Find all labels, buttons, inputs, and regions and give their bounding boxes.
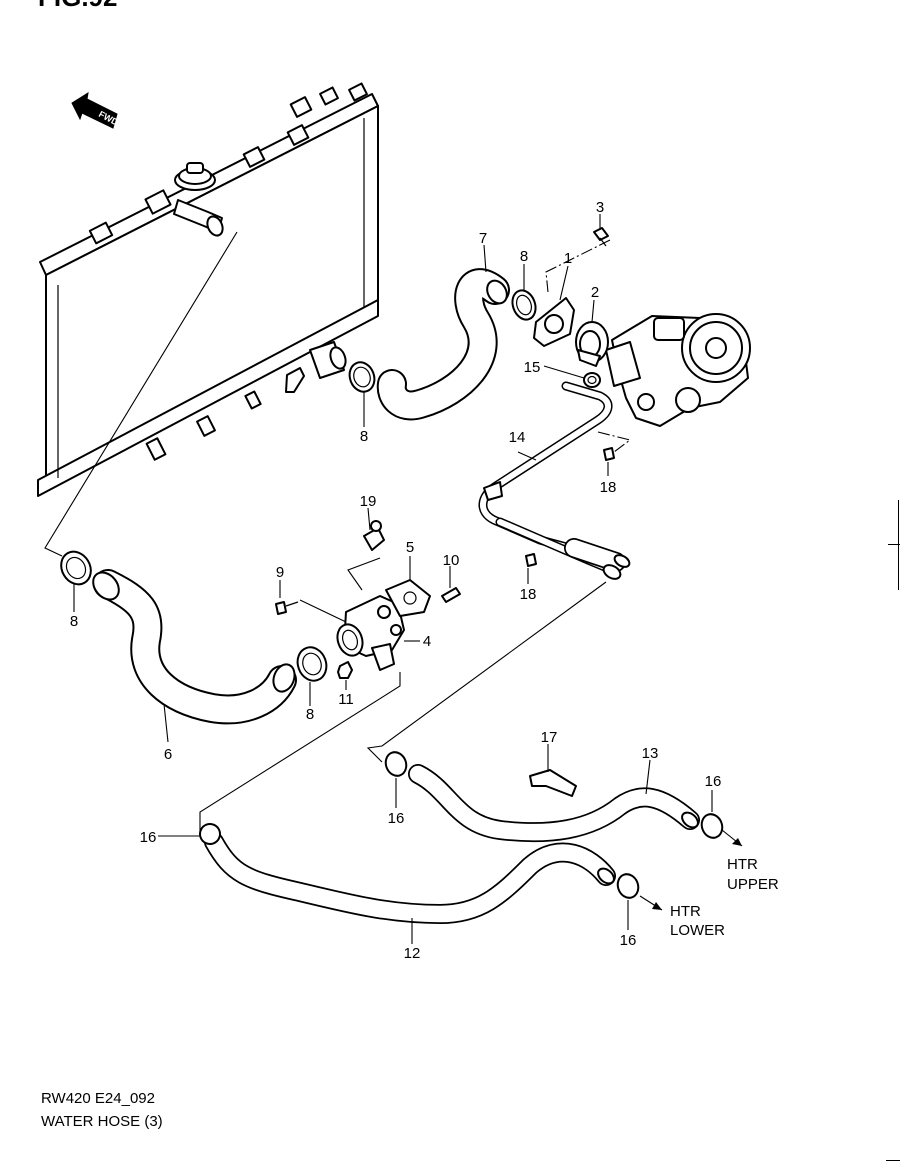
callout-10: 10: [443, 552, 460, 569]
htr-lower-line1: HTR: [670, 903, 701, 920]
thermostat: [575, 321, 609, 367]
fwd-arrow-icon: FWD: [71, 91, 120, 129]
htr-upper-arrow-icon: [721, 829, 743, 847]
callout-2: 2: [591, 284, 599, 301]
callout-19: 19: [360, 493, 377, 510]
callout-leaders: [73, 214, 713, 944]
hose-13: [408, 764, 700, 843]
bolt-9: [275, 601, 299, 615]
callout-4: 4: [423, 633, 431, 650]
callout-17: 17: [541, 729, 558, 746]
crop-mark-right-vertical: [898, 500, 899, 590]
hose-7: [376, 268, 510, 421]
bolt-3: [593, 227, 609, 247]
callout-8-mid: 8: [360, 428, 368, 445]
callout-18-lower: 18: [520, 586, 537, 603]
htr-upper-label: HTR UPPER: [727, 856, 779, 893]
callout-14: 14: [509, 429, 526, 446]
callout-13: 13: [642, 745, 659, 762]
callout-16-c: 16: [705, 773, 722, 790]
callout-12: 12: [404, 945, 421, 962]
radiator: [37, 82, 379, 497]
crop-mark-bottom: [886, 1160, 900, 1161]
callout-8-left: 8: [70, 613, 78, 630]
clamp-8-lower: [296, 646, 328, 682]
clamp-8-mid: [348, 361, 376, 393]
water-pump-housing: [605, 313, 751, 427]
callout-18-upper: 18: [600, 479, 617, 496]
callout-16-d: 16: [620, 932, 637, 949]
htr-lower-label: HTR LOWER: [670, 903, 725, 939]
water-outlet-cap: [533, 297, 575, 347]
figure-title: FIG.92: [38, 0, 117, 12]
clamp-16-h13-left: [384, 751, 408, 777]
bolt-18-upper: [603, 447, 615, 461]
bolt-18-lower: [525, 553, 537, 567]
clamp-16-h12-right: [616, 873, 640, 899]
nut-11: [337, 661, 353, 679]
callout-3: 3: [596, 199, 604, 216]
htr-upper-line1: HTR: [727, 856, 758, 873]
callout-9: 9: [276, 564, 284, 581]
callout-7: 7: [479, 230, 487, 247]
clamp-16-h13-right: [700, 813, 724, 839]
callout-16-a: 16: [140, 829, 157, 846]
stud-10: [441, 587, 461, 603]
assembly-lines: [44, 231, 632, 832]
figure-name: WATER HOSE (3): [41, 1113, 163, 1130]
water-pipe-14: [478, 381, 631, 580]
clip-17: [529, 769, 577, 797]
callout-15: 15: [524, 359, 541, 376]
clamp-8-left: [60, 550, 92, 586]
callout-6: 6: [164, 746, 172, 763]
htr-upper-line2: UPPER: [727, 876, 779, 893]
crop-mark-right: [888, 544, 900, 545]
o-ring-15: [583, 372, 601, 388]
callout-16-b: 16: [388, 810, 405, 827]
htr-lower-arrow-icon: [639, 895, 663, 911]
clamp-8-upper: [511, 289, 537, 321]
callout-5: 5: [406, 539, 414, 556]
sensor-19: [363, 520, 385, 551]
hose-6: [92, 569, 297, 725]
thermostat-case-4: [336, 595, 405, 671]
figure-code: RW420 E24_092: [41, 1090, 155, 1107]
callout-8-upper: 8: [520, 248, 528, 265]
callout-11: 11: [338, 691, 354, 708]
callout-numbers: 1 2 3 4 5 6 7 8 8 8 8 9 10 11 12 13 14 1…: [70, 199, 722, 962]
hose-12: [204, 832, 616, 924]
callout-8-lower: 8: [306, 706, 314, 723]
clamp-16-h12-left: [199, 823, 221, 845]
gasket-5: [385, 579, 431, 617]
htr-lower-line2: LOWER: [670, 922, 725, 939]
callout-1: 1: [564, 250, 572, 267]
